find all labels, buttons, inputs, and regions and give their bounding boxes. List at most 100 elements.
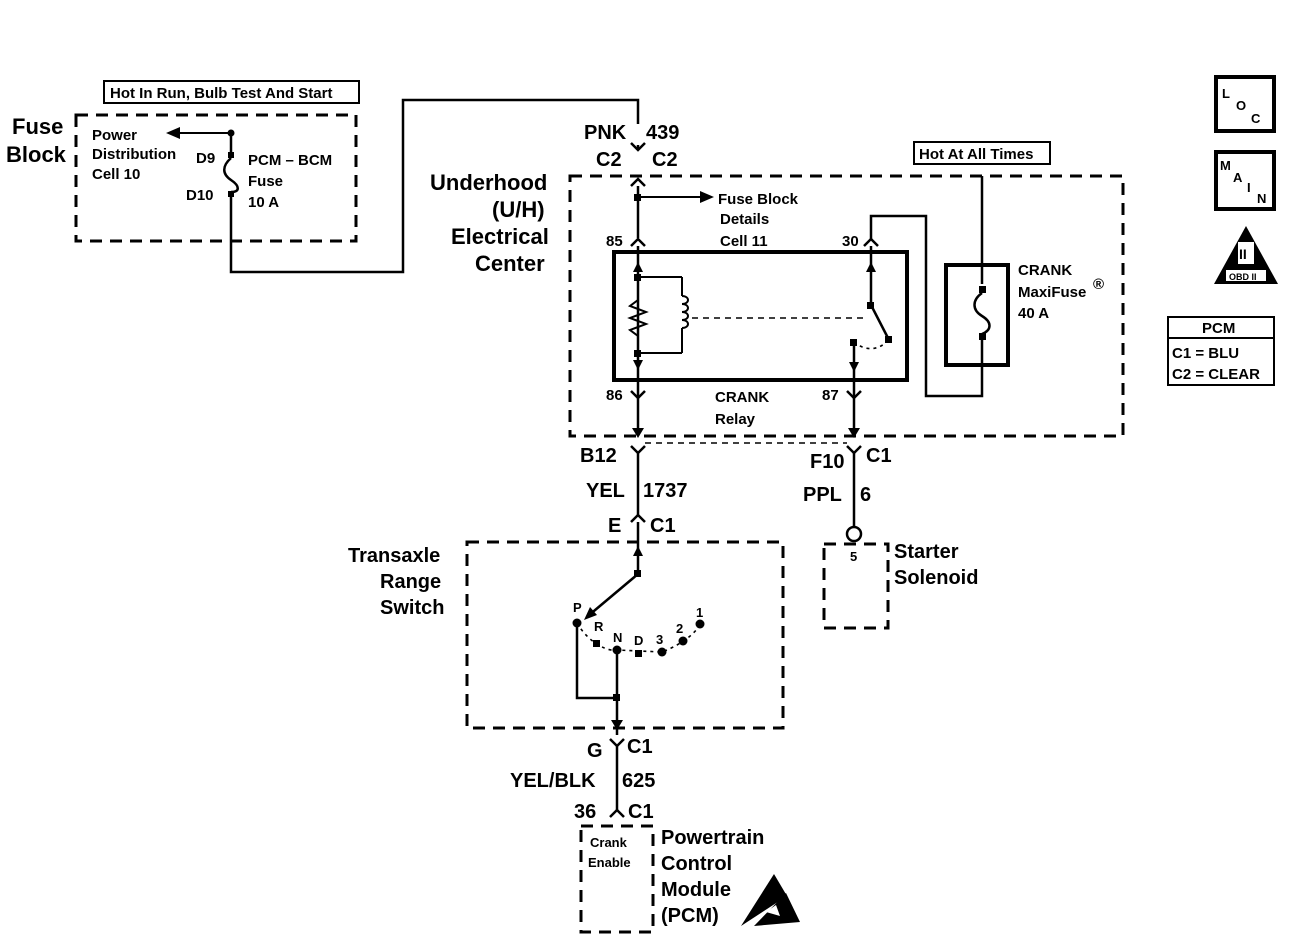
fuse-block-title-2: Block bbox=[6, 142, 67, 167]
svg-text:Hot At All Times: Hot At All Times bbox=[919, 146, 1033, 163]
wire-30-to-maxifuse bbox=[869, 214, 984, 398]
starter-solenoid-box bbox=[822, 542, 890, 630]
fuse-block-title-1: Fuse bbox=[12, 114, 63, 139]
circuit-1737-label: 1737 bbox=[643, 480, 688, 502]
pos-3-label: 3 bbox=[656, 632, 663, 647]
svg-text:M: M bbox=[1220, 158, 1231, 173]
trs-label-3: Switch bbox=[380, 597, 444, 619]
circuit-439-label: 439 bbox=[646, 122, 679, 144]
b12-label: B12 bbox=[580, 445, 617, 467]
starter-label-1: Starter bbox=[894, 541, 959, 563]
fuse-name-label-3: 10 A bbox=[248, 194, 279, 211]
pin-36-c1-label: C1 bbox=[628, 801, 654, 823]
crank-relay-box bbox=[612, 250, 909, 382]
connector-36-c1 bbox=[609, 808, 625, 818]
pcm-connector-legend: PCM C1 = BLU C2 = CLEAR bbox=[1167, 316, 1275, 386]
uh-electrical-center-box bbox=[568, 174, 1125, 438]
yelblk-label: YEL/BLK bbox=[510, 770, 596, 792]
connector-f10 bbox=[846, 445, 862, 455]
pin-87-label: 87 bbox=[822, 387, 839, 404]
loc-icon: L O C bbox=[1214, 75, 1276, 133]
hot-at-all-times-label: Hot At All Times bbox=[913, 141, 1051, 165]
f10-c1-label: C1 bbox=[866, 445, 892, 467]
connector-e-c1 bbox=[630, 513, 646, 523]
esd-warning-icon bbox=[741, 874, 800, 926]
svg-text:I: I bbox=[1247, 180, 1251, 195]
crank-maxifuse-box bbox=[944, 263, 1010, 367]
pcm-label-1: Powertrain bbox=[661, 827, 764, 849]
pin-5-label: 5 bbox=[850, 549, 857, 564]
transaxle-range-switch-box bbox=[465, 540, 785, 730]
starter-label-2: Solenoid bbox=[894, 567, 978, 589]
fb-details-label-3: Cell 11 bbox=[720, 233, 768, 250]
connector-85 bbox=[630, 237, 646, 247]
ppl-label: PPL bbox=[803, 484, 842, 506]
maxifuse-label-3: 40 A bbox=[1018, 305, 1049, 322]
f10-label: F10 bbox=[810, 451, 844, 473]
svg-text:C: C bbox=[1251, 111, 1261, 126]
svg-text:A: A bbox=[1233, 170, 1243, 185]
svg-text:II: II bbox=[1239, 246, 1247, 262]
g-label: G bbox=[587, 740, 603, 762]
fuse-symbol bbox=[223, 157, 239, 194]
yel-label: YEL bbox=[586, 480, 625, 502]
svg-text:C1 = BLU: C1 = BLU bbox=[1172, 345, 1239, 362]
pcm-box bbox=[579, 824, 655, 934]
power-dist-label-1: Power bbox=[92, 127, 137, 144]
maxifuse-label-2: MaxiFuse bbox=[1018, 284, 1086, 301]
fuse-block-details-arrow bbox=[700, 191, 714, 203]
pin-86-label: 86 bbox=[606, 387, 623, 404]
pnk-label: PNK bbox=[584, 122, 627, 144]
power-dist-arrow bbox=[166, 127, 180, 139]
svg-text:N: N bbox=[1257, 191, 1266, 206]
connector-c2-bottom bbox=[630, 177, 646, 187]
maxifuse-label-1: CRANK bbox=[1018, 262, 1072, 279]
obd-ii-icon: II OBD II bbox=[1214, 226, 1278, 284]
fuse-block-box bbox=[74, 113, 358, 243]
connector-b12 bbox=[630, 445, 646, 455]
pcm-label-3: Module bbox=[661, 879, 731, 901]
svg-text:OBD II: OBD II bbox=[1229, 272, 1257, 282]
main-icon: M A I N bbox=[1214, 150, 1276, 211]
crank-enable-label-1: Crank bbox=[590, 835, 628, 850]
pin-85-label: 85 bbox=[606, 233, 623, 250]
svg-text:Hot In Run, Bulb Test And Star: Hot In Run, Bulb Test And Start bbox=[110, 85, 332, 102]
power-dist-label-3: Cell 10 bbox=[92, 166, 140, 183]
maxifuse-symbol bbox=[973, 291, 991, 336]
relay-coil bbox=[681, 295, 689, 329]
pos-p-label: P bbox=[573, 600, 582, 615]
pin-30-label: 30 bbox=[842, 233, 859, 250]
fuse-name-label-2: Fuse bbox=[248, 173, 283, 190]
connector-30 bbox=[863, 237, 879, 247]
connector-g-c1 bbox=[609, 738, 625, 748]
fb-details-label-1: Fuse Block bbox=[718, 191, 799, 208]
wire-pnk-439 bbox=[229, 98, 640, 274]
switch-arc bbox=[576, 622, 701, 653]
c2-left-label: C2 bbox=[596, 149, 622, 171]
e-c1-label: C1 bbox=[650, 515, 676, 537]
c2-right-label: C2 bbox=[652, 149, 678, 171]
registered-mark: ® bbox=[1093, 276, 1104, 293]
crank-relay-label-1: CRANK bbox=[715, 389, 769, 406]
trs-label-2: Range bbox=[380, 571, 441, 593]
svg-text:L: L bbox=[1222, 86, 1230, 101]
switch-p-wire bbox=[575, 623, 617, 700]
pcm-label-4: (PCM) bbox=[661, 905, 719, 927]
svg-text:PCM: PCM bbox=[1202, 320, 1235, 337]
d9-label: D9 bbox=[196, 150, 215, 167]
hot-in-run-label: Hot In Run, Bulb Test And Start bbox=[103, 80, 360, 104]
uh-label-3: Electrical bbox=[451, 224, 549, 249]
trs-label-1: Transaxle bbox=[348, 545, 440, 567]
fb-details-label-2: Details bbox=[720, 211, 769, 228]
pos-2-label: 2 bbox=[676, 621, 683, 636]
starter-terminal bbox=[845, 525, 863, 543]
circuit-6-label: 6 bbox=[860, 484, 871, 506]
relay-resistor bbox=[627, 299, 649, 337]
e-label: E bbox=[608, 515, 621, 537]
uh-label-2: (U/H) bbox=[492, 197, 545, 222]
pos-d-label: D bbox=[634, 633, 643, 648]
pin-36-label: 36 bbox=[574, 801, 596, 823]
pcm-label-2: Control bbox=[661, 853, 732, 875]
svg-text:O: O bbox=[1236, 98, 1246, 113]
